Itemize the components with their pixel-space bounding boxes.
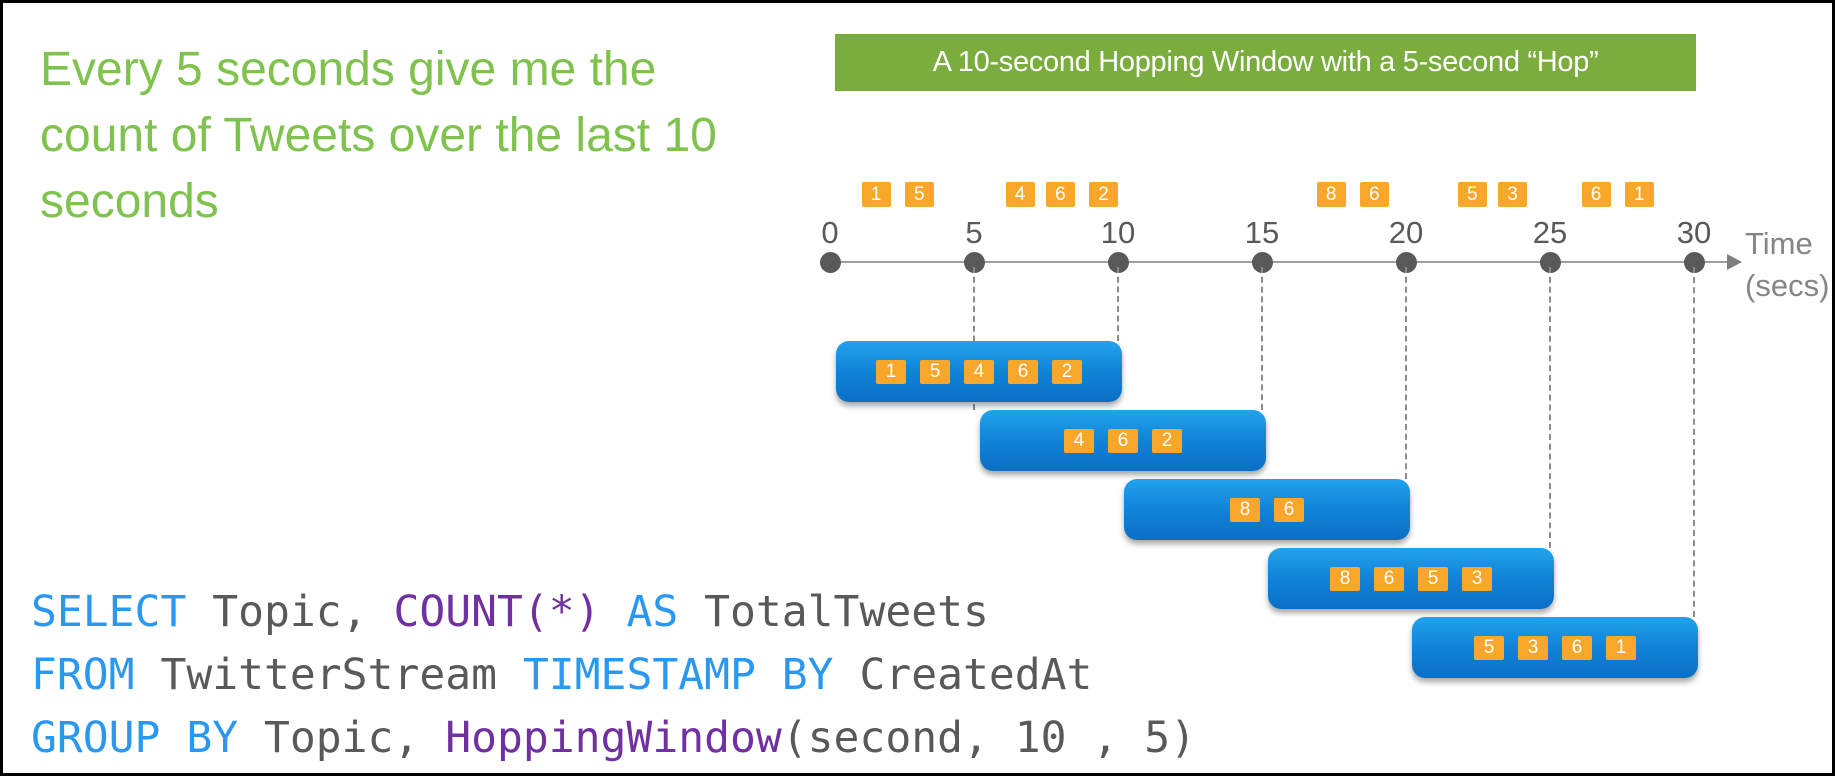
dash-line-25 [1549, 267, 1551, 548]
sql-token: Topic, [212, 587, 394, 637]
sql-token: COUNT(*) [393, 587, 627, 637]
stream-event: 5 [1457, 182, 1487, 207]
sql-token: (second, 10 , 5) [781, 713, 1196, 763]
sql-token: FROM [31, 650, 161, 700]
stream-event: 1 [1624, 182, 1654, 207]
tick-dot-20 [1395, 252, 1417, 273]
stream-event: 5 [904, 182, 934, 207]
stream-event: 1 [861, 182, 891, 207]
tick-label-25: 25 [1532, 215, 1568, 250]
window-event: 6 [1274, 497, 1304, 522]
banner: A 10-second Hopping Window with a 5-seco… [835, 34, 1696, 91]
sql-token: CreatedAt [859, 650, 1093, 700]
sql-token: GROUP BY [31, 713, 264, 763]
window-event: 1 [1606, 635, 1636, 660]
window-event: 6 [1374, 566, 1404, 591]
banner-text: A 10-second Hopping Window with a 5-seco… [932, 46, 1599, 78]
stream-event: 6 [1359, 182, 1389, 207]
dash-line-30 [1693, 267, 1695, 617]
sql-token: SELECT [31, 587, 213, 637]
tick-dot-0 [819, 252, 841, 273]
tick-dot-10 [1107, 252, 1129, 273]
tick-dot-5 [963, 252, 985, 273]
tick-dot-15 [1251, 252, 1273, 273]
window-event: 5 [920, 359, 950, 384]
window-event: 5 [1474, 635, 1504, 660]
tick-label-10: 10 [1100, 215, 1136, 250]
dash-line-15 [1261, 267, 1263, 410]
window-event: 4 [964, 359, 994, 384]
sql-line-1: SELECT Topic, COUNT(*) AS TotalTweets [31, 581, 1196, 644]
axis-unit-label-line1: Time [1745, 226, 1813, 261]
stream-event: 4 [1005, 182, 1035, 207]
tick-label-20: 20 [1388, 215, 1424, 250]
window-event: 3 [1462, 566, 1492, 591]
headline-text: Every 5 seconds give me the count of Twe… [40, 43, 717, 228]
time-axis-line [821, 261, 1729, 263]
dash-line-10 [1117, 267, 1119, 341]
tick-label-30: 30 [1676, 215, 1712, 250]
axis-unit-label: Time (secs) [1745, 223, 1829, 307]
stream-event: 8 [1316, 182, 1346, 207]
tick-label-15: 15 [1244, 215, 1280, 250]
window-event: 1 [876, 359, 906, 384]
window-event: 3 [1518, 635, 1548, 660]
sql-token: HoppingWindow [445, 713, 782, 763]
tick-label-5: 5 [965, 215, 983, 250]
dash-line-20 [1405, 267, 1407, 479]
sql-token: Topic, [264, 713, 446, 763]
axis-unit-label-line2: (secs) [1745, 268, 1830, 303]
window-event: 8 [1330, 566, 1360, 591]
sql-token: TIMESTAMP BY [522, 650, 860, 700]
stream-event: 3 [1498, 182, 1528, 207]
sql-token: TwitterStream [160, 650, 523, 700]
stream-event: 2 [1089, 182, 1119, 207]
stream-event: 6 [1045, 182, 1075, 207]
tick-label-0: 0 [821, 215, 839, 250]
time-axis-arrowhead-icon [1727, 254, 1742, 270]
window-event: 6 [1108, 428, 1138, 453]
sql-line-2: FROM TwitterStream TIMESTAMP BY CreatedA… [31, 644, 1196, 707]
window-event: 2 [1052, 359, 1082, 384]
dash-line-5 [973, 267, 975, 410]
window-event: 6 [1008, 359, 1038, 384]
window-event: 6 [1562, 635, 1592, 660]
tick-dot-25 [1539, 252, 1561, 273]
window-event: 2 [1152, 428, 1182, 453]
tick-dot-30 [1683, 252, 1705, 273]
window-event: 4 [1064, 428, 1094, 453]
window-event: 8 [1230, 497, 1260, 522]
sql-token: AS [626, 587, 705, 637]
sql-line-3: GROUP BY Topic, HoppingWindow(second, 10… [31, 707, 1196, 770]
stream-event: 6 [1581, 182, 1611, 207]
window-event: 5 [1418, 566, 1448, 591]
sql-token: TotalTweets [704, 587, 989, 637]
